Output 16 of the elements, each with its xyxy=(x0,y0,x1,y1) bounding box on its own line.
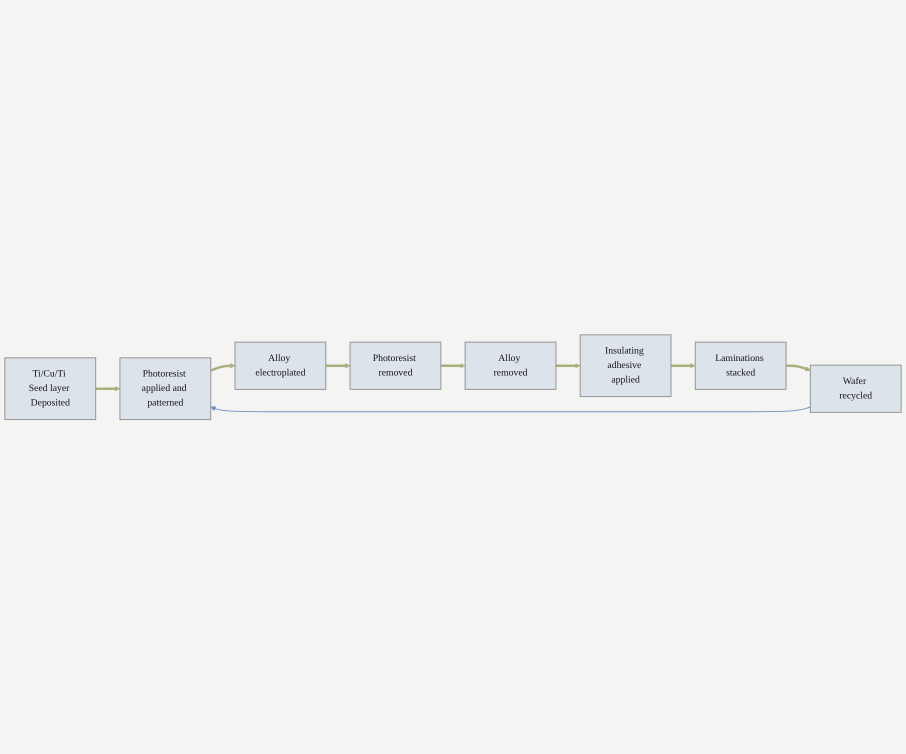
node-box: Insulating adhesive applied xyxy=(580,334,672,397)
node-box: Laminations stacked xyxy=(694,341,787,390)
node-box: Alloy electroplated xyxy=(234,341,326,390)
arrow xyxy=(326,362,350,368)
arrow xyxy=(210,406,811,412)
arrow xyxy=(786,364,811,372)
arrow xyxy=(96,386,120,392)
node-box: Wafer recycled xyxy=(810,364,902,413)
arrow xyxy=(210,362,236,372)
arrow xyxy=(440,362,466,368)
node-box: Photoresist applied and patterned xyxy=(119,357,212,420)
arrow xyxy=(556,362,580,368)
node-box: Ti/Cu/Ti Seed layer Deposited xyxy=(4,357,96,420)
node-box: Alloy removed xyxy=(464,341,556,390)
arrow xyxy=(671,362,696,368)
node-box: Photoresist removed xyxy=(350,341,442,390)
